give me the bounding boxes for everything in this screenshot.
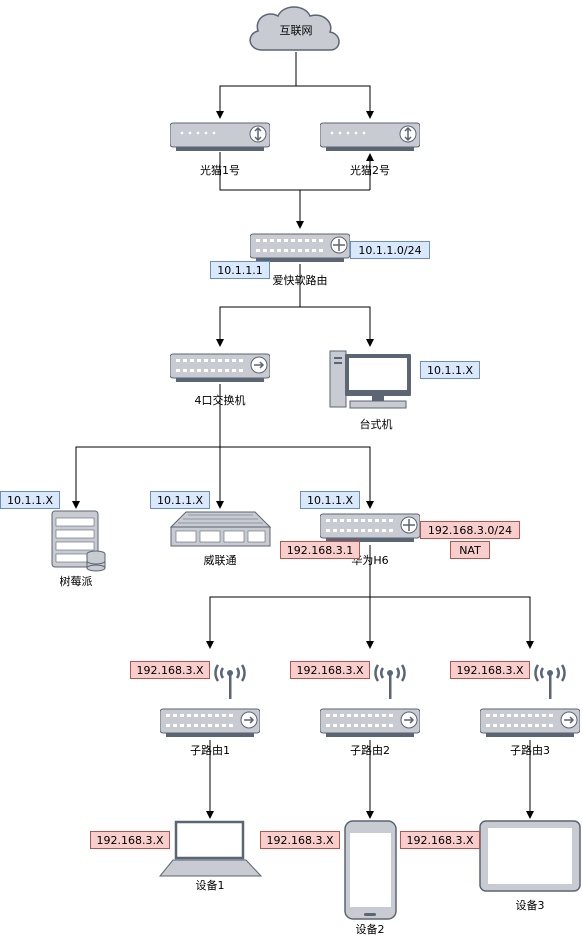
rack-server-icon [169, 511, 272, 547]
edge-router-switch [216, 264, 301, 347]
wireless-router-icon [160, 663, 260, 738]
nas-ip-tag: 10.1.1.X [150, 491, 210, 509]
edge-router-desktop [300, 306, 374, 347]
router-icon [250, 233, 350, 263]
sub2-ip-tag: 192.168.3.X [290, 661, 370, 679]
desktop-label: 台式机 [359, 418, 393, 431]
dev1-ip-tag: 192.168.3.X [90, 831, 170, 849]
laptop-icon [158, 820, 263, 877]
dev2-ip-tag: 192.168.3.X [260, 831, 340, 849]
raspberry-pi-label: 树莓派 [59, 575, 93, 588]
switch-label: 4口交换机 [194, 394, 246, 407]
device2-label: 设备2 [355, 923, 385, 936]
modem-icon [320, 122, 420, 151]
router-label: 爱快软路由 [272, 274, 328, 287]
edge-switch-h6 [220, 446, 374, 509]
nas-label: 威联通 [203, 554, 237, 567]
device1-label: 设备1 [195, 879, 225, 892]
h6-subnet-tag: 192.168.3.0/24 [420, 521, 520, 539]
edge-h6-sub3 [370, 596, 534, 649]
h6-lan-ip-tag: 192.168.3.1 [280, 541, 360, 559]
h6-wan-ip-tag: 10.1.1.X [300, 491, 360, 509]
dev3-ip-tag: 192.168.3.X [400, 831, 480, 849]
wireless-router-icon [480, 663, 580, 738]
modem1-label: 光猫1号 [200, 164, 240, 177]
switch-icon [170, 353, 270, 383]
modem-icon [170, 122, 270, 151]
tablet-icon [479, 820, 581, 892]
edge-h6-sub1 [206, 545, 371, 649]
edge-modem1-router [219, 152, 304, 229]
smartphone-icon [344, 820, 397, 920]
router-icon [320, 513, 420, 543]
server-database-icon [51, 510, 106, 572]
cloud-icon [249, 6, 340, 51]
device3-label: 设备3 [515, 899, 545, 912]
edge-internet-modem1 [216, 52, 297, 119]
huawei-h6-label: 华为H6 [351, 554, 389, 567]
router-subnet-tag: 10.1.1.0/24 [350, 241, 430, 259]
edge-switch-pi [72, 384, 221, 509]
subrouter2-label: 子路由2 [350, 744, 390, 757]
subrouter1-label: 子路由1 [190, 744, 230, 757]
subrouter3-label: 子路由3 [510, 744, 550, 757]
router-ip-tag: 10.1.1.1 [210, 261, 270, 279]
pi-ip-tag: 10.1.1.X [0, 491, 60, 509]
sub1-ip-tag: 192.168.3.X [130, 661, 210, 679]
edge-internet-modem2 [296, 85, 374, 119]
desktop-ip-tag: 10.1.1.X [420, 361, 480, 379]
internet-label: 互联网 [279, 24, 313, 37]
desktop-computer-icon [329, 350, 411, 409]
modem2-label: 光猫2号 [350, 164, 390, 177]
h6-nat-tag: NAT [450, 541, 490, 559]
connection-lines [72, 52, 534, 819]
sub3-ip-tag: 192.168.3.X [450, 661, 530, 679]
wireless-router-icon [320, 663, 420, 738]
